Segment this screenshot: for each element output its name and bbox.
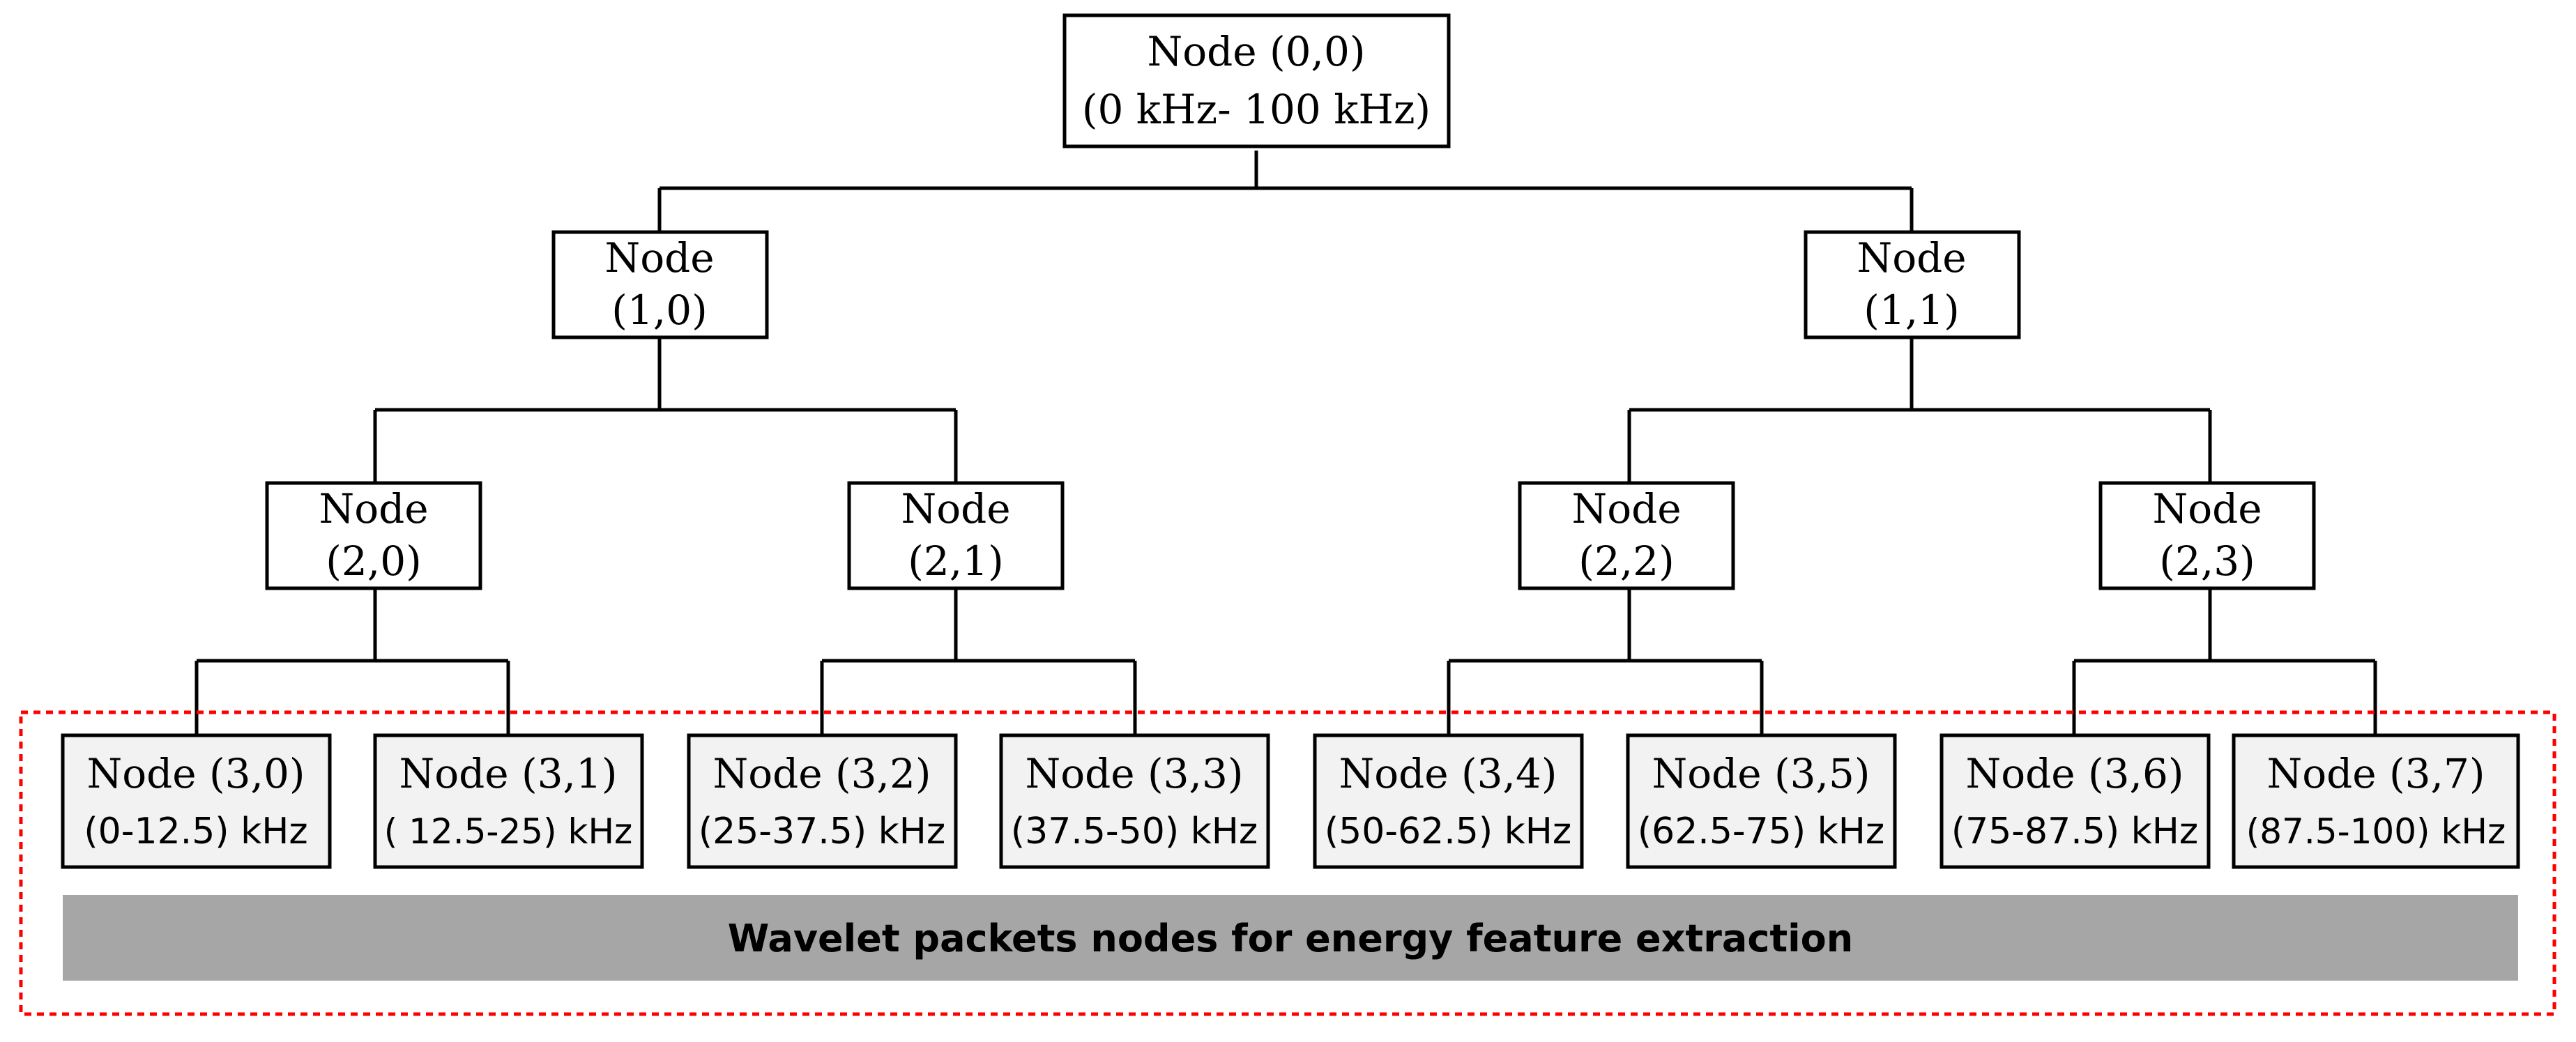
- node-2-1-index: (2,1): [908, 537, 1004, 585]
- node-3-1: Node (3,1) ( 12.5-25) kHz: [373, 733, 644, 869]
- node-3-3-title: Node (3,3): [1025, 750, 1243, 797]
- edge-node-1-0: [373, 337, 958, 483]
- node-3-1-band: ( 12.5-25) kHz: [384, 811, 633, 852]
- edge-node-2-1: [820, 588, 1137, 735]
- node-1-0: Node (1,0): [551, 230, 769, 339]
- node-3-6-title: Node (3,6): [1965, 750, 2183, 797]
- node-0-0-range: (0 kHz- 100 kHz): [1082, 86, 1431, 133]
- node-3-4-band: (50-62.5) kHz: [1325, 811, 1571, 852]
- node-1-0-title: Node: [604, 234, 714, 282]
- edge-node-2-2: [1447, 588, 1764, 735]
- node-0-0-title: Node (0,0): [1147, 28, 1365, 75]
- node-3-3: Node (3,3) (37.5-50) kHz: [999, 733, 1270, 869]
- node-1-1: Node (1,1): [1804, 230, 2021, 339]
- node-3-5: Node (3,5) (62.5-75) kHz: [1626, 733, 1897, 869]
- node-3-7-band: (87.5-100) kHz: [2246, 811, 2506, 852]
- tree-edges: [195, 151, 2377, 735]
- node-1-1-title: Node: [1857, 234, 1966, 282]
- node-3-7: Node (3,7) (87.5-100) kHz: [2232, 733, 2520, 869]
- node-2-2-title: Node: [1571, 485, 1681, 533]
- node-3-6: Node (3,6) (75-87.5) kHz: [1939, 733, 2211, 869]
- node-3-6-band: (75-87.5) kHz: [1951, 811, 2198, 852]
- node-2-0-index: (2,0): [326, 537, 422, 585]
- node-2-2-index: (2,2): [1578, 537, 1675, 585]
- edge-node-2-0: [195, 588, 510, 735]
- node-0-0: Node (0,0) (0 kHz- 100 kHz): [1062, 13, 1451, 148]
- node-2-3-title: Node: [2152, 485, 2262, 533]
- node-3-0-title: Node (3,0): [86, 750, 305, 797]
- node-3-1-title: Node (3,1): [399, 750, 617, 797]
- edge-root: [657, 151, 1914, 232]
- edge-node-1-1: [1627, 337, 2212, 483]
- node-3-2-band: (25-37.5) kHz: [699, 811, 945, 852]
- feature-extraction-label: Wavelet packets nodes for energy feature…: [728, 917, 1853, 960]
- node-3-5-band: (62.5-75) kHz: [1638, 811, 1884, 852]
- node-3-0: Node (3,0) (0-12.5) kHz: [61, 733, 332, 869]
- node-3-5-title: Node (3,5): [1652, 750, 1870, 797]
- node-3-2-title: Node (3,2): [712, 750, 931, 797]
- node-3-0-band: (0-12.5) kHz: [84, 811, 307, 852]
- node-1-0-index: (1,0): [611, 286, 708, 334]
- node-2-3: Node (2,3): [2098, 481, 2316, 590]
- node-2-1: Node (2,1): [847, 481, 1065, 590]
- node-3-3-band: (37.5-50) kHz: [1011, 811, 1258, 852]
- node-3-2: Node (3,2) (25-37.5) kHz: [687, 733, 958, 869]
- edge-node-2-3: [2072, 588, 2377, 735]
- node-3-7-title: Node (3,7): [2266, 750, 2485, 797]
- feature-extraction-band: Wavelet packets nodes for energy feature…: [63, 895, 2518, 981]
- node-2-0-title: Node: [319, 485, 428, 533]
- node-1-1-index: (1,1): [1864, 286, 1960, 334]
- node-2-3-index: (2,3): [2159, 537, 2255, 585]
- node-3-4-title: Node (3,4): [1339, 750, 1557, 797]
- node-2-2: Node (2,2): [1518, 481, 1735, 590]
- node-2-1-title: Node: [901, 485, 1010, 533]
- node-2-0: Node (2,0): [265, 481, 482, 590]
- node-3-4: Node (3,4) (50-62.5) kHz: [1313, 733, 1584, 869]
